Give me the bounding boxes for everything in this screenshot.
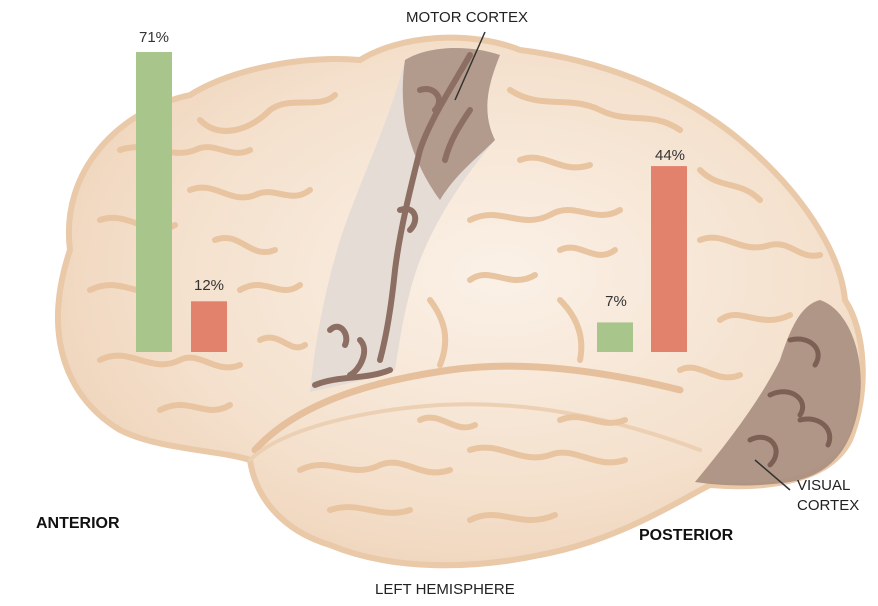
bar-label-anterior-green: 71% bbox=[124, 29, 184, 46]
posterior-label: POSTERIOR bbox=[639, 527, 733, 545]
bar-anterior-red bbox=[191, 301, 227, 352]
anterior-label: ANTERIOR bbox=[36, 515, 120, 533]
bar-label-posterior-green: 7% bbox=[586, 293, 646, 310]
motor-cortex-label: MOTOR CORTEX bbox=[406, 9, 528, 26]
hemisphere-label: LEFT HEMISPHERE bbox=[375, 581, 515, 598]
bar-label-posterior-red: 44% bbox=[640, 147, 700, 164]
bar-posterior-red bbox=[651, 166, 687, 352]
bar-label-anterior-red: 12% bbox=[179, 277, 239, 294]
bar-posterior-green bbox=[597, 322, 633, 352]
bar-anterior-green bbox=[136, 52, 172, 352]
visual-cortex-label-line1: VISUAL bbox=[797, 477, 850, 494]
visual-cortex-label-line2: CORTEX bbox=[797, 497, 859, 514]
